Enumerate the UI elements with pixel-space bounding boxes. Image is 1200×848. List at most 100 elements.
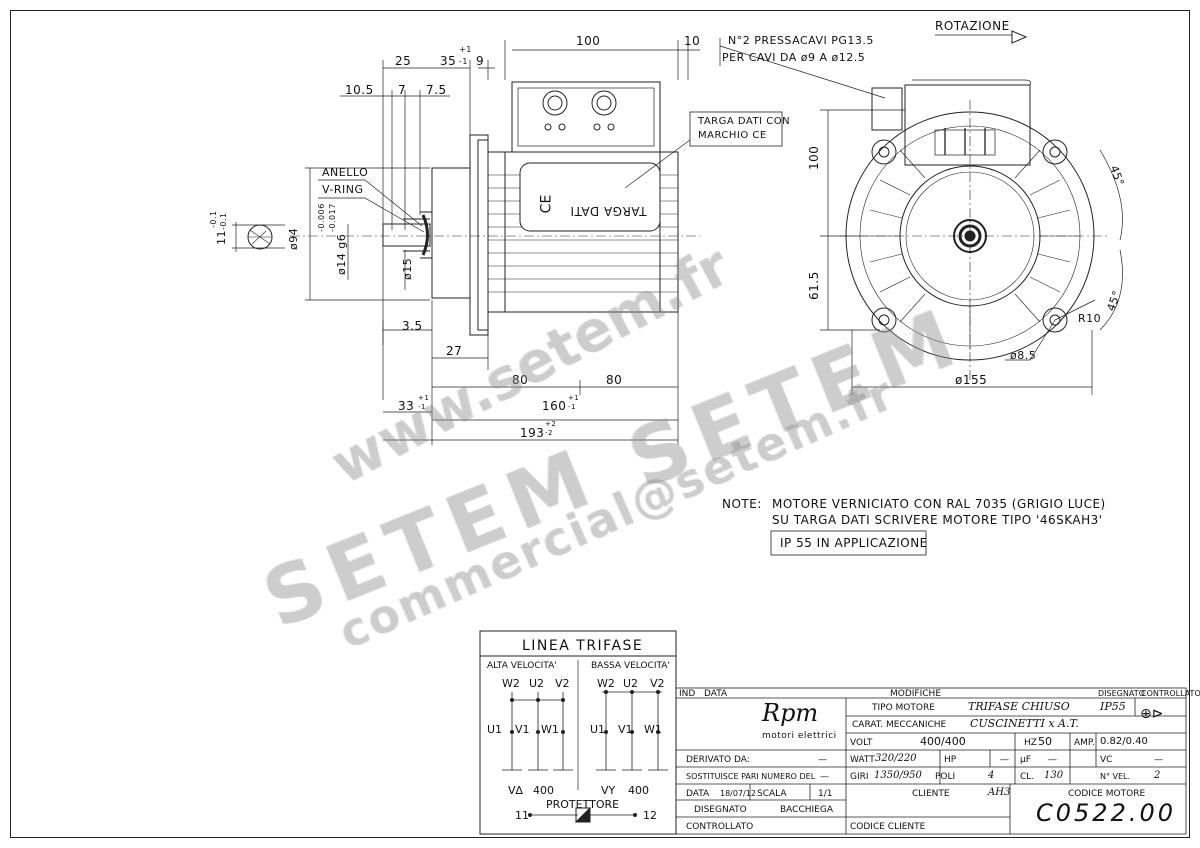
codice-motore-label: CODICE MOTORE bbox=[1068, 789, 1146, 799]
tb-data-header: DATA bbox=[704, 689, 728, 699]
dim-35-tol-plus: +1 bbox=[459, 45, 472, 54]
alta-v2: V2 bbox=[555, 677, 570, 690]
v-delta-label: V∆ bbox=[508, 784, 523, 797]
dim-80-b: 80 bbox=[606, 373, 623, 387]
dim-27: 27 bbox=[446, 344, 463, 358]
cliente-value: AH3 bbox=[988, 787, 1011, 798]
tb-controllato-header: CONTROLLATO bbox=[1141, 689, 1200, 698]
dim-15: ø15 bbox=[401, 257, 414, 280]
notes-line-2: SU TARGA DATI SCRIVERE MOTORE TIPO '46SK… bbox=[772, 513, 1103, 527]
title-block bbox=[675, 687, 1187, 835]
dim-3-5: 3.5 bbox=[402, 319, 423, 333]
side-view-motor bbox=[290, 40, 783, 445]
alta-w1: W1 bbox=[541, 723, 559, 736]
ce-mark: CE bbox=[538, 194, 555, 214]
volt-value: 400/400 bbox=[920, 735, 966, 748]
dim-35: 35 bbox=[440, 54, 457, 68]
front-dim-100: 100 bbox=[807, 145, 821, 170]
protettore-11: 11 bbox=[515, 809, 529, 822]
sostituisce-label: SOSTITUISCE PARI NUMERO DEL bbox=[686, 772, 816, 781]
rpm-logo: Rpm bbox=[762, 699, 819, 727]
codice-motore-value: C0522.00 bbox=[1036, 799, 1177, 827]
dim-14: ø14 g6 bbox=[335, 233, 348, 275]
protettore-label: PROTETTORE bbox=[546, 798, 620, 811]
data-label: DATA bbox=[686, 789, 710, 799]
dim-193-tol: +2 -2 bbox=[545, 420, 557, 437]
giri-value: 1350/950 bbox=[874, 770, 922, 781]
codice-cliente-label: CODICE CLIENTE bbox=[850, 822, 926, 832]
cliente-label: CLIENTE bbox=[912, 789, 950, 799]
cl-label: CL. bbox=[1020, 772, 1035, 782]
bassa-u2: U2 bbox=[623, 677, 639, 690]
hz-label: HZ bbox=[1024, 738, 1037, 748]
hp-label: HP bbox=[944, 755, 957, 765]
cl-value: 130 bbox=[1044, 770, 1064, 781]
disegnato-value: BACCHIEGA bbox=[780, 805, 833, 815]
alta-velocita-label: ALTA VELOCITA' bbox=[487, 661, 557, 671]
ip-box bbox=[770, 530, 927, 556]
front-view-motor bbox=[719, 30, 1123, 395]
sostituisce-value: — bbox=[820, 772, 829, 782]
tb-disegnato-header: DISEGNATO bbox=[1098, 689, 1145, 698]
label-targa-box-2: MARCHIO CE bbox=[698, 130, 767, 141]
projection-symbol-icon: ⊕⊳ bbox=[1140, 706, 1164, 722]
scala-value: 1/1 bbox=[818, 789, 833, 799]
label-anello: ANELLO bbox=[322, 166, 369, 179]
vc-value: — bbox=[1154, 755, 1163, 765]
data-value: 18/07/12 bbox=[720, 789, 756, 798]
watt-value: 320/220 bbox=[875, 753, 917, 764]
watt-label: WATT bbox=[850, 755, 875, 765]
dim-10: 10 bbox=[684, 34, 701, 48]
pressacavi-line-1: N°2 PRESSACAVI PG13.5 bbox=[728, 34, 874, 47]
giri-label: GIRI bbox=[850, 772, 869, 782]
protettore-12: 12 bbox=[643, 809, 657, 822]
scala-label: SCALA bbox=[757, 789, 787, 799]
dim-r10: R10 bbox=[1078, 312, 1102, 325]
volt-label: VOLT bbox=[850, 738, 873, 748]
poli-value: 4 bbox=[988, 770, 995, 781]
dim-7: 7 bbox=[398, 83, 407, 97]
dim-33: 33 bbox=[398, 399, 415, 413]
front-dim-61-5: 61.5 bbox=[807, 271, 821, 300]
ip-value: IP55 bbox=[1100, 700, 1126, 713]
plate-text: TARGA DATI bbox=[570, 204, 647, 218]
bassa-u1: U1 bbox=[590, 723, 606, 736]
rotazione-label: ROTAZIONE bbox=[935, 19, 1010, 33]
dim-160-tol: +1 -1 bbox=[568, 394, 580, 411]
bassa-w2: W2 bbox=[597, 677, 615, 690]
v-y-label: VY bbox=[601, 784, 616, 797]
tb-modifiche: MODIFICHE bbox=[890, 689, 942, 699]
alta-u2: U2 bbox=[529, 677, 545, 690]
dim-7-5: 7.5 bbox=[426, 83, 447, 97]
notes-line-1: MOTORE VERNICIATO CON RAL 7035 (GRIGIO L… bbox=[772, 497, 1106, 511]
alta-w2: W2 bbox=[502, 677, 520, 690]
bassa-w1: W1 bbox=[644, 723, 662, 736]
shaft-key-section bbox=[232, 222, 285, 252]
tipo-motore-value: TRIFASE CHIUSO bbox=[968, 700, 1070, 713]
carat-value: CUSCINETTI x A.T. bbox=[970, 717, 1079, 730]
notes-label: NOTE: bbox=[722, 497, 762, 511]
poli-label: POLI bbox=[935, 772, 956, 782]
dim-25: 25 bbox=[395, 54, 412, 68]
dim-33-tol: +1 -1 bbox=[418, 394, 430, 411]
rpm-logo-sub: motori elettrici bbox=[762, 731, 837, 741]
amp-value: 0.82/0.40 bbox=[1100, 736, 1148, 747]
derivato-value: — bbox=[818, 755, 827, 765]
dim-35-tol-minus: -1 bbox=[459, 57, 468, 66]
dim-80-a: 80 bbox=[512, 373, 529, 387]
dim-160: 160 bbox=[542, 399, 567, 413]
dim-11-tol-b: -0.1 bbox=[219, 212, 228, 230]
derivato-label: DERIVATO DA: bbox=[686, 755, 750, 765]
alta-v1: V1 bbox=[515, 723, 530, 736]
wiring-title: LINEA TRIFASE bbox=[522, 638, 644, 654]
label-vring: V-RING bbox=[322, 183, 364, 196]
carat-label: CARAT. MECCANICHE bbox=[852, 720, 947, 730]
dim-14-tol-b: -0.017 bbox=[328, 203, 337, 232]
nvel-value: 2 bbox=[1154, 770, 1161, 781]
tb-ind: IND bbox=[679, 689, 696, 699]
pressacavi-line-2: PER CAVI DA ø9 A ø12.5 bbox=[722, 51, 866, 64]
dim-11: 11 bbox=[215, 230, 228, 245]
ip-application-text: IP 55 IN APPLICAZIONE bbox=[780, 536, 928, 550]
dim-10-5: 10.5 bbox=[345, 83, 374, 97]
